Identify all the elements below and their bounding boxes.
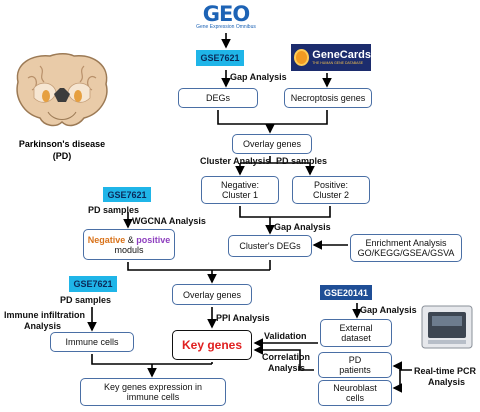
label-pd-samples-2: PD samples xyxy=(88,205,140,215)
label-gap-analysis-3: Gap Analysis xyxy=(360,305,417,315)
brain-abbr: (PD) xyxy=(52,151,72,161)
label-pcr-1: Real-time PCR xyxy=(414,366,477,376)
positive-cluster-line1: Positive: xyxy=(313,180,348,190)
modules-amp: & xyxy=(125,234,137,245)
positive-cluster-line2: Cluster 2 xyxy=(312,190,349,200)
key-expr-line1: Key genes expression in xyxy=(103,382,203,392)
pd-patients-line2: patients xyxy=(339,365,371,375)
external-line2: dataset xyxy=(341,333,371,343)
pcr-machine-icon xyxy=(421,305,473,349)
brain-illustration: Parkinson's disease (PD) xyxy=(10,52,114,162)
external-line1: External xyxy=(339,323,373,333)
tag-gse20141: GSE20141 xyxy=(320,285,372,300)
box-clusters-degs: Cluster's DEGs xyxy=(228,235,312,257)
box-modules: Negative & positive moduls xyxy=(83,229,175,260)
tag-gse7621-mid: GSE7621 xyxy=(103,187,151,202)
modules-line1: Negative & positive xyxy=(88,235,171,245)
box-overlay-genes-1: Overlay genes xyxy=(232,134,312,154)
box-positive-cluster: Positive: Cluster 2 xyxy=(292,176,370,204)
brain-icon xyxy=(16,53,108,127)
box-immune-cells: Immune cells xyxy=(50,332,134,352)
box-neuroblast-cells: Neuroblast cells xyxy=(318,380,392,406)
genecards-logo: GeneCards THE HUMAN GENE DATABASE xyxy=(291,44,371,71)
label-pd-samples-1: PD samples xyxy=(276,156,328,166)
neuroblast-line2: cells xyxy=(345,393,364,403)
tag-gse7621-low: GSE7621 xyxy=(69,276,117,292)
label-gap-analysis-2: Gap Analysis xyxy=(274,222,331,232)
label-pcr-2: Analysis xyxy=(428,377,466,387)
enrichment-line1: Enrichment Analysis xyxy=(365,238,447,248)
genecards-tagline: THE HUMAN GENE DATABASE xyxy=(312,61,364,65)
modules-negative: Negative xyxy=(87,234,126,245)
label-ppi-analysis: PPI Analysis xyxy=(216,313,270,323)
pcr-machine xyxy=(420,302,474,350)
box-degs: DEGs xyxy=(178,88,258,108)
modules-line2: moduls xyxy=(114,244,144,255)
label-gap-analysis-1: Gap Analysis xyxy=(230,72,287,82)
label-immune-infiltration-1: Immune infiltration xyxy=(4,310,85,320)
box-external-dataset: External dataset xyxy=(320,319,392,347)
genecards-name: GeneCards xyxy=(312,49,371,61)
label-correlation-1: Correlation xyxy=(262,352,311,362)
box-overlay-genes-2: Overlay genes xyxy=(172,284,252,305)
label-validation: Validation xyxy=(264,331,307,341)
label-correlation-2: Analysis xyxy=(268,363,306,373)
box-pd-patients: PD patients xyxy=(318,352,392,378)
geo-logo-subtitle: Gene Expression Omnibus xyxy=(196,24,256,30)
pd-patients-line1: PD xyxy=(348,355,362,365)
label-wgcna-analysis: WGCNA Analysis xyxy=(132,216,206,226)
negative-cluster-line2: Cluster 1 xyxy=(221,190,258,200)
label-immune-infiltration-2: Analysis xyxy=(24,321,62,331)
box-key-genes: Key genes xyxy=(172,330,252,360)
box-necroptosis-genes: Necroptosis genes xyxy=(284,88,372,108)
label-pd-samples-3: PD samples xyxy=(60,295,112,305)
key-expr-line2: immune cells xyxy=(126,392,180,402)
enrichment-line2: GO/KEGG/GSEA/GSVA xyxy=(357,248,455,258)
geo-logo-text: GEO xyxy=(202,2,250,26)
box-enrichment-analysis: Enrichment Analysis GO/KEGG/GSEA/GSVA xyxy=(350,234,462,262)
brain-title: Parkinson's disease xyxy=(18,139,106,149)
negative-cluster-line1: Negative: xyxy=(220,180,260,190)
geo-logo: GEO Gene Expression Omnibus xyxy=(196,4,256,32)
tag-gse7621-top: GSE7621 xyxy=(196,50,244,66)
neuroblast-line1: Neuroblast xyxy=(333,383,377,393)
modules-positive: positive xyxy=(136,234,171,245)
label-cluster-analysis: Cluster Analysis xyxy=(200,156,271,166)
box-key-genes-expression: Key genes expression in immune cells xyxy=(80,378,226,406)
box-negative-cluster: Negative: Cluster 1 xyxy=(201,176,279,204)
genecards-emblem-icon xyxy=(294,49,310,66)
